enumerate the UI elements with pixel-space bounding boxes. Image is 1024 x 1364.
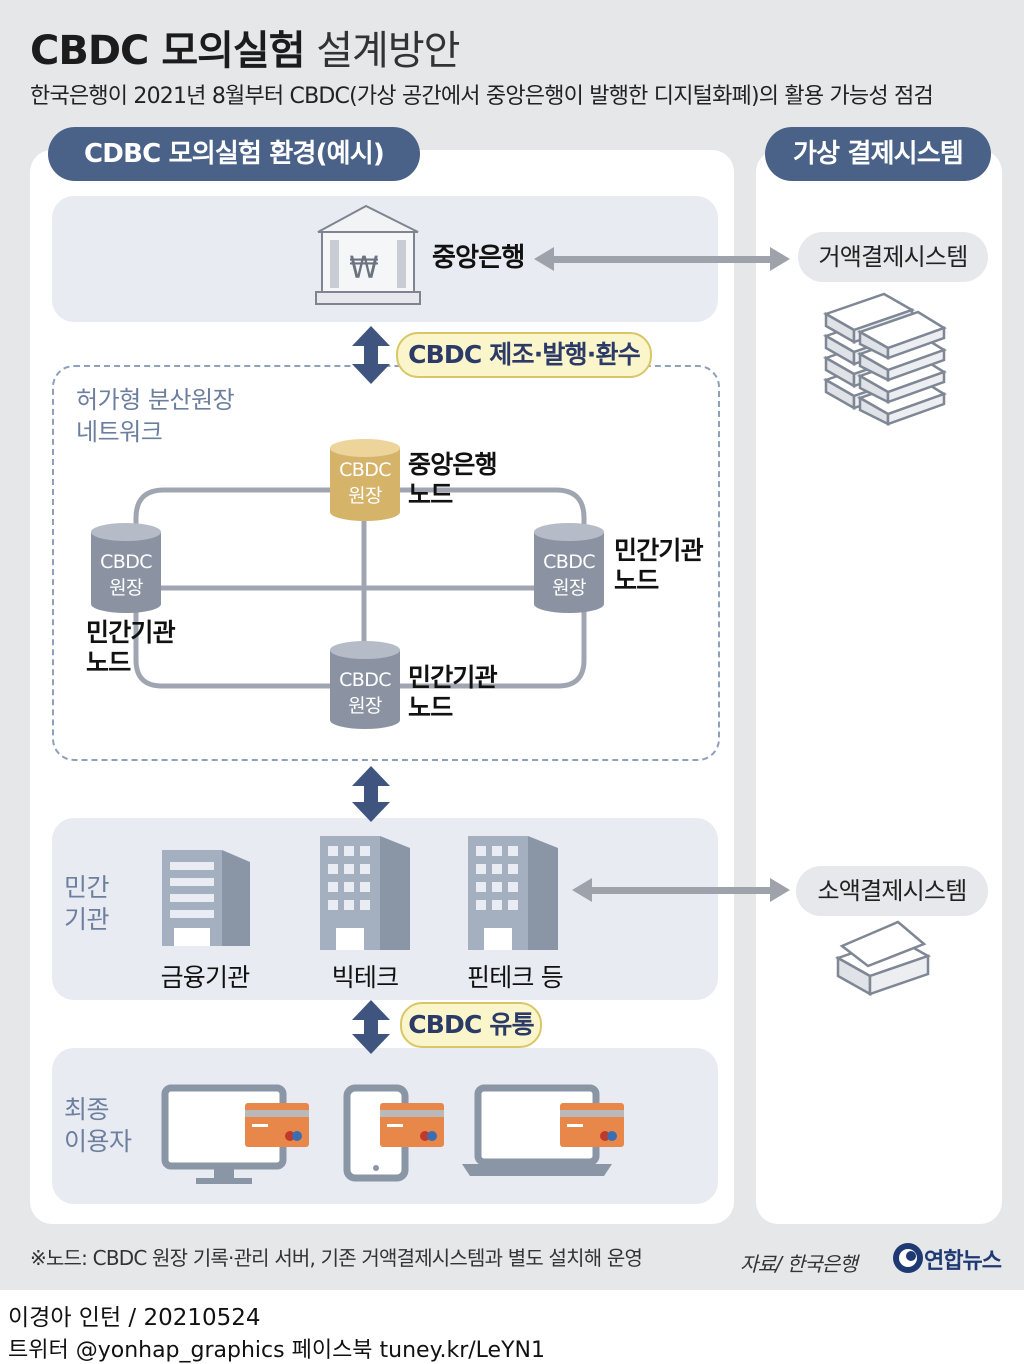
large-payment-system-label: 거액결제시스템 [798,232,988,282]
cbdc-circulation-badge: CBDC 유통 [400,1002,542,1048]
institution-label-financial: 금융기관 [160,963,251,992]
circulation-arrow [352,1000,390,1054]
end-user-label: 최종 이용자 [64,1095,132,1156]
central-node-label: 중앙은행 노드 [408,450,498,509]
simulation-panel-header: CDBC 모의실험 환경(예시) [48,127,420,181]
network-to-private-arrow [352,766,390,822]
yonhap-logo-text: 연합뉴스 [924,1249,1002,1274]
private-institution-label: 민간 기관 [64,873,110,934]
institution-label-bigtech: 빅테크 [331,963,399,992]
money-stack-large-icon [822,292,947,427]
right-node-label: 민간기관 노드 [614,536,704,595]
ledger-left-shape [91,523,161,613]
page-title: CBDC 모의실험 설계방안 [30,28,460,74]
desktop-monitor-icon [161,1084,309,1184]
virtual-payment-header: 가상 결제시스템 [765,127,991,181]
arrow-central-to-large-payment [534,247,790,271]
central-bank-label: 중앙은행 [432,243,525,273]
ledger-left: CBDC 원장 [100,551,152,599]
financial-institution-building-icon [162,850,250,946]
left-node-label: 민간기관 노드 [86,618,176,677]
cbdc-issue-badge: CBDC 제조·발행·환수 [396,332,652,378]
author-credit: 이경아 인턴 / 20210524 [8,1305,261,1331]
ledger-right-shape [534,523,604,613]
issue-arrow [352,326,390,384]
fintech-building-icon [468,836,558,950]
social-credit: 트위터 @yonhap_graphics 페이스북 tuney.kr/LeYN1 [8,1338,545,1363]
ledger-bottom: CBDC 원장 [339,669,391,717]
bigtech-building-icon [320,836,410,950]
money-stack-small-icon [834,920,932,997]
svg-text:₩: ₩ [349,251,379,286]
laptop-icon [462,1084,624,1176]
ledger-central: CBDC 원장 [339,459,391,507]
bottom-node-label: 민간기관 노드 [408,663,498,722]
diagram-graphics: ₩ [91,204,947,1273]
bank-building-icon: ₩ [315,204,421,305]
network-links [124,487,587,689]
smartphone-icon [343,1084,444,1182]
small-payment-system-label: 소액결제시스템 [796,866,988,916]
network-label: 허가형 분산원장 네트워크 [76,386,235,446]
institution-label-fintech: 핀테크 등 [467,963,564,992]
arrow-private-to-small-payment [572,878,790,902]
source-credit: 자료/ 한국은행 [740,1252,858,1276]
ledger-central-shape [330,439,400,521]
yonhap-logo-icon [893,1243,923,1273]
footnote: ※노드: CBDC 원장 기록·관리 서버, 기존 거액결제시스템과 별도 설치… [30,1246,643,1270]
page-subtitle: 한국은행이 2021년 8월부터 CBDC(가상 공간에서 중앙은행이 발행한 … [30,84,934,109]
ledger-right: CBDC 원장 [543,551,595,599]
ledger-bottom-shape [330,641,400,729]
